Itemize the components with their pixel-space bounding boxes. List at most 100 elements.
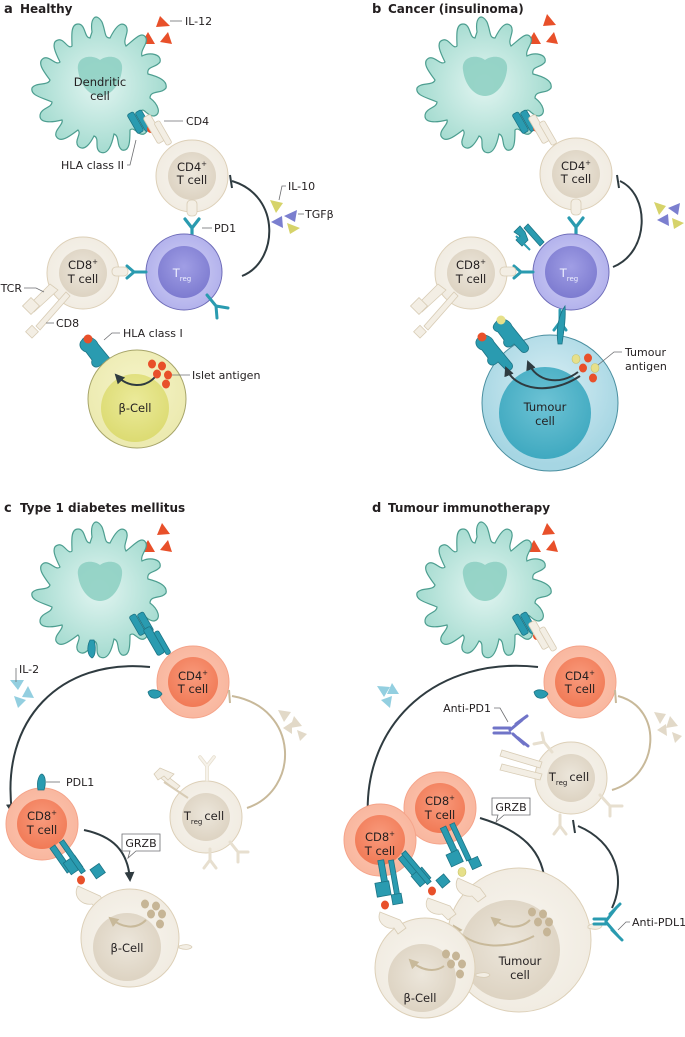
pdl1-label: PDL1 — [66, 776, 94, 789]
antigen-presentation-arrow — [108, 916, 147, 928]
treg-label: Treg — [172, 266, 192, 283]
panel-c: c Type 1 diabetes mellitus CD4+ T cell — [4, 501, 307, 988]
tcr-cd8-icon — [374, 859, 407, 935]
beta-cell-icon — [87, 349, 187, 449]
hla-class-i-icon — [475, 315, 529, 371]
panel-b: b Cancer (insulinoma) CD4+ T cell — [372, 2, 684, 472]
antigen-presentation-arrow — [408, 958, 445, 971]
cd8-t-cell-label-line2: T cell — [67, 272, 98, 286]
il10-tgfb-cytokine-icon — [270, 200, 300, 234]
cd8-label: CD8 — [56, 317, 79, 330]
inhibition-arrow — [612, 180, 643, 268]
cd8-t-cell-label-line1: CD8+ — [365, 830, 395, 844]
treg-receptor-icon — [198, 755, 216, 782]
panel-c-letter: c — [4, 501, 12, 516]
dendritic-cell-icon — [31, 521, 167, 659]
tumour-antigen-icon — [528, 907, 553, 937]
costimulatory-ligand-icon — [87, 639, 96, 659]
cd4-t-cell-label-line2: T cell — [560, 172, 591, 186]
antigen-presentation-arrow — [490, 916, 531, 928]
panel-b-title: Cancer (insulinoma) — [388, 2, 524, 16]
tcr-cd4-icon — [143, 626, 171, 656]
beta-cell-icon — [374, 917, 491, 1019]
cd8-t-cell-label-line1: CD8+ — [27, 809, 57, 823]
il2-cytokine-icon — [377, 683, 399, 708]
antigen-presentation-arrow — [504, 366, 581, 390]
tumour-cell-label-line2: cell — [535, 414, 555, 428]
tcr-cd8-icon — [397, 850, 457, 921]
treg-cell-icon — [532, 233, 610, 311]
suppression-arrow — [611, 695, 652, 791]
il12-cytokine-icon — [527, 523, 558, 552]
cd4-t-cell-label-line2: T cell — [177, 682, 208, 696]
treg-tcr-icon — [153, 767, 189, 799]
cd8-t-cell-label-line2: T cell — [364, 844, 395, 858]
islet-antigen-icon — [141, 899, 166, 929]
tcr-cd4-icon — [143, 114, 172, 146]
tcr-cd8-icon — [21, 283, 71, 339]
antigen-presentation-arrow — [526, 360, 579, 382]
beta-cell-icon — [80, 888, 193, 988]
cd4-t-cell-label-line1: CD4+ — [565, 669, 595, 683]
beta-cell-label: β-Cell — [119, 401, 152, 415]
panel-b-letter: b — [372, 2, 381, 17]
cd4-t-cell-label-line1: CD4+ — [178, 669, 208, 683]
dendritic-label-line1: Dendritic — [74, 75, 126, 89]
anti-pdl1-antibody-icon — [592, 902, 624, 942]
treg-receptor-icon — [205, 293, 230, 320]
anti-pdl1-inhibition-arrow — [577, 825, 620, 909]
dendritic-label-line2: cell — [90, 89, 110, 103]
tcr-cd8-icon — [409, 283, 459, 339]
cd8-t-cell-label-line2: T cell — [455, 272, 486, 286]
treg-label: Treg — [559, 266, 579, 283]
panel-d: d Tumour immunotherapy CD4+ T cell — [343, 501, 685, 1019]
panel-d-title: Tumour immunotherapy — [388, 501, 550, 515]
treg-receptor-icon — [125, 264, 148, 280]
anti-pd1-label: Anti-PD1 — [443, 702, 491, 715]
cd8-t-cell-label-line1: CD8+ — [68, 258, 98, 272]
tumour-cell-label-line1: Tumour — [498, 954, 542, 968]
granzyme-arrow — [83, 829, 135, 882]
grzb-callout: GRZB — [491, 797, 531, 824]
cd8-t-cell-label-line2: T cell — [424, 808, 455, 822]
treg-tcr-icon — [513, 223, 545, 251]
antigen-presentation-arrow — [114, 373, 156, 386]
hla-class-i-label: HLA class I — [123, 327, 183, 340]
cd28-receptor-icon — [147, 689, 163, 699]
treg-tcr-icon — [499, 749, 543, 781]
inhibition-arrow — [231, 180, 271, 277]
tcr-cd4-icon — [528, 620, 557, 652]
cd8-t-cell-label-line1: CD8+ — [456, 258, 486, 272]
il2-activation-arrow — [362, 664, 539, 822]
panel-a: a Healthy IL-12 Dendritic cell CD4 HLA c… — [0, 2, 334, 449]
cytokine-icon — [654, 712, 682, 743]
grzb-callout: GRZB — [121, 833, 161, 860]
il2-label: IL-2 — [19, 663, 39, 676]
cd8-t-cell-label-line2: T cell — [26, 823, 57, 837]
cd8-t-cell-label-line1: CD8+ — [425, 794, 455, 808]
hla-class-ii-label: HLA class II — [61, 159, 124, 172]
anti-pd1-antibody-icon — [492, 714, 530, 748]
dendritic-cell-icon — [416, 16, 552, 154]
panel-a-title: Healthy — [20, 2, 73, 16]
il2-cytokine-icon — [10, 680, 34, 708]
suppression-arrow — [231, 695, 287, 809]
dendritic-cell-icon — [416, 521, 552, 659]
il2-activation-arrow — [6, 665, 151, 814]
tumour-antigen-label-line1: Tumour — [624, 346, 666, 359]
il10-tgfb-cytokine-icon — [654, 202, 684, 229]
tcr-cd8-icon — [49, 839, 106, 880]
islet-antigen-label: Islet antigen — [192, 369, 260, 382]
cd4-t-cell-label-line2: T cell — [176, 173, 207, 187]
tumour-antigen-label-line2: antigen — [625, 360, 667, 373]
beta-cell-label: β-Cell — [404, 991, 437, 1005]
cytokine-icon — [278, 710, 307, 741]
panel-c-title: Type 1 diabetes mellitus — [20, 501, 185, 515]
pdl1-ligand-icon — [556, 304, 566, 345]
panel-a-letter: a — [4, 2, 13, 17]
cd4-t-cell-label-line2: T cell — [564, 682, 595, 696]
tcr-label: TCR — [0, 282, 22, 295]
pdl1-ligand-icon — [37, 773, 46, 791]
